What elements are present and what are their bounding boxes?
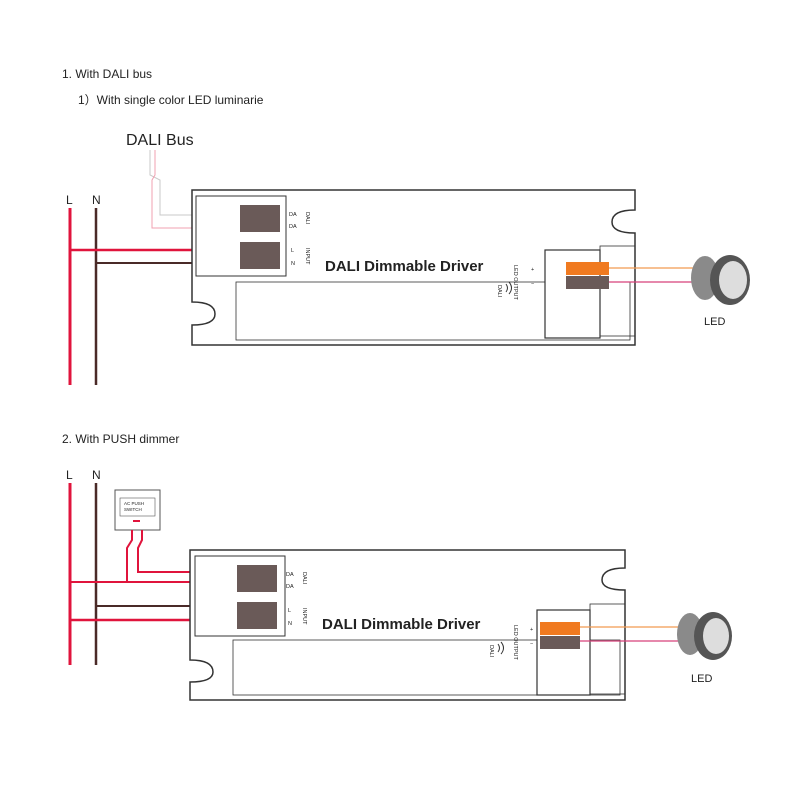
output-terminal-minus-2	[540, 636, 580, 649]
dali-input-label: DALI	[304, 212, 310, 225]
terminal-l-2: L	[288, 608, 291, 614]
line-l-label: L	[66, 193, 73, 207]
ac-input-label: INPUT	[304, 248, 310, 265]
led-output-label-2: LED OUTPUT	[512, 625, 518, 660]
driver-label-2: DALI Dimmable Driver	[322, 616, 481, 633]
dali-input-label-2: DALI	[301, 572, 307, 585]
output-plus-1: +	[531, 267, 534, 273]
line-n-label: N	[92, 193, 101, 207]
output-minus-1: −	[531, 281, 534, 287]
switch-label-2: SWITCH	[124, 507, 142, 512]
section1-heading: 1. With DALI bus	[62, 67, 152, 81]
output-terminal-plus-2	[540, 622, 580, 635]
led-wires-1	[609, 267, 700, 283]
signal-icon-2	[497, 641, 504, 655]
ac-input-label-2: INPUT	[301, 608, 307, 625]
output-terminal-minus-1	[566, 276, 609, 289]
switch-label-1: AC PUSH	[124, 501, 144, 506]
led-lamp-icon-1	[691, 255, 750, 305]
terminal-da-2-2: DA	[286, 584, 294, 590]
section2-heading: 2. With PUSH dimmer	[62, 432, 179, 446]
input-terminal-block-1	[240, 205, 280, 269]
terminal-n-2: N	[288, 621, 292, 627]
led-label-2: LED	[691, 673, 712, 685]
dali-signal-label-1: DALI	[496, 285, 502, 298]
led-output-label-1: LED OUTPUT	[512, 265, 518, 300]
line-n-label-2: N	[92, 468, 101, 482]
output-plus-2: +	[530, 627, 533, 633]
signal-icon-1	[505, 281, 512, 295]
dali-signal-label-2: DALI	[488, 645, 494, 658]
line-l-label-2: L	[66, 468, 73, 482]
dali-bus-label: DALI Bus	[126, 132, 194, 149]
led-label-1: LED	[704, 316, 725, 328]
section1-subheading: 1）With single color LED luminarie	[78, 93, 264, 107]
terminal-n: N	[291, 261, 295, 267]
terminal-l: L	[291, 248, 294, 254]
output-terminal-plus-1	[566, 262, 609, 275]
led-wires-2	[580, 626, 688, 642]
push-switch[interactable]: AC PUSH SWITCH	[114, 489, 161, 531]
driver-label-1: DALI Dimmable Driver	[325, 258, 484, 275]
driver-1	[191, 189, 636, 346]
dali-bus-wires	[149, 150, 245, 229]
led-lamp-icon-2	[677, 612, 732, 660]
terminal-da-1: DA	[289, 212, 297, 218]
output-minus-2: −	[530, 641, 533, 647]
terminal-da-2: DA	[289, 224, 297, 230]
driver-2	[189, 549, 626, 701]
terminal-da-1-2: DA	[286, 572, 294, 578]
input-terminal-block-2	[237, 565, 277, 629]
